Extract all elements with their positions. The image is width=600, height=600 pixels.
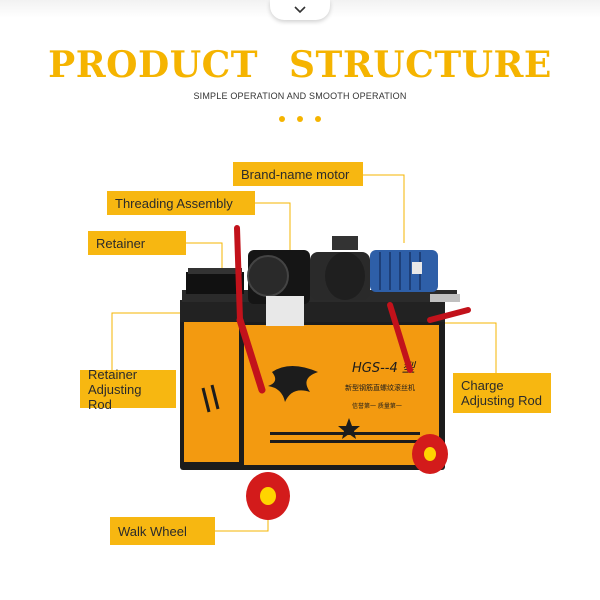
page-title: PRODUCT STRUCTURE [48,44,552,86]
callout-retainer: Retainer [88,231,186,255]
callout-retainer-adjusting-line1: Retainer [88,366,138,382]
chevron-down-icon [294,6,306,14]
callout-brand-motor: Brand-name motor [233,162,363,186]
page-subtitle: SIMPLE OPERATION AND SMOOTH OPERATION [193,91,407,101]
walk-wheels [246,434,448,520]
callout-charge-line2: Adjusting Rod [461,393,542,408]
callout-retainer-adjusting-line2: Adjusting Rod [88,381,142,412]
callout-charge-line1: Charge [461,378,504,393]
callout-retainer-adjusting-rod: Retainer Adjusting Rod [80,366,176,412]
callout-charge-adjusting-rod: Charge Adjusting Rod [453,373,551,413]
machine-body [180,300,445,470]
callout-threading-assembly: Threading Assembly [107,191,255,215]
decorative-dots [279,116,321,122]
machine-chinese-label: 新型钢筋直螺纹滚丝机 [345,383,415,392]
model-label: HGS--4 型 [352,361,417,376]
callout-walk-wheel: Walk Wheel [110,517,215,545]
collapse-tab[interactable] [270,0,330,20]
motto-label: 信誉第一 质量第一 [352,402,402,410]
